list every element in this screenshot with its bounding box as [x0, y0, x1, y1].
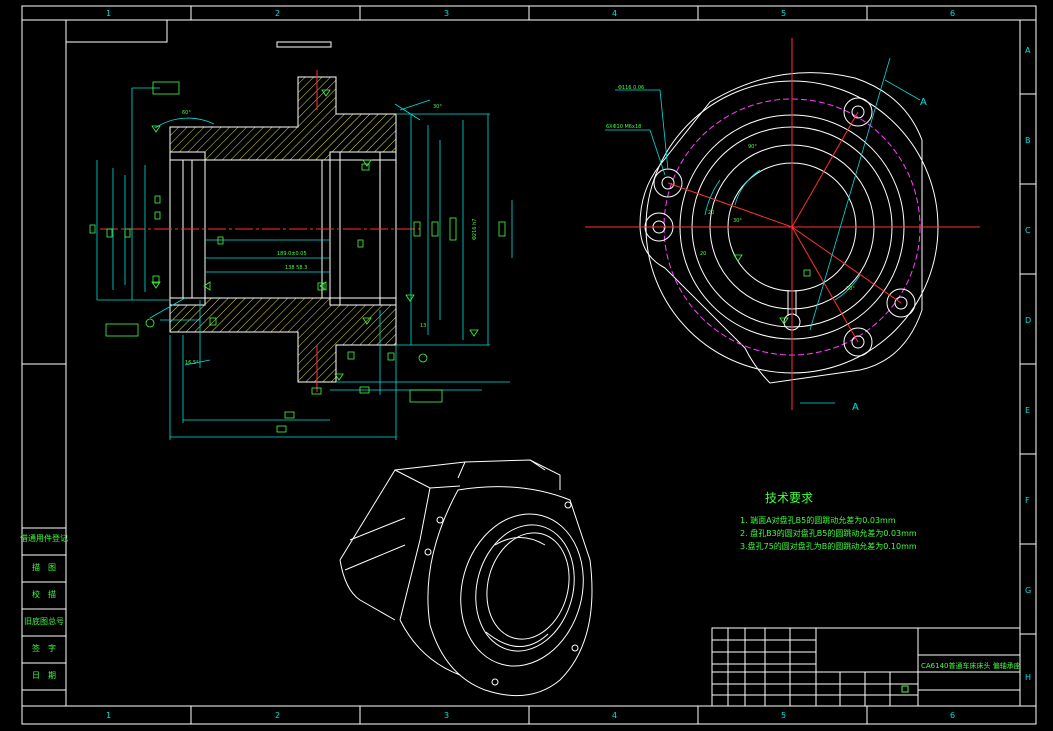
- svg-text:60°: 60°: [182, 110, 191, 116]
- section-labels: 60° 30° 189.0±0.05 138 58.3 16.5° 13 Φ21…: [182, 104, 478, 366]
- row-label: C: [1025, 226, 1031, 235]
- tech-title: 技术要求: [765, 491, 813, 505]
- column-label: 3: [444, 9, 449, 18]
- left-stamp-labels: 借通用件登记 描 图 校 描 旧底图总号 签 字 日 期: [20, 533, 68, 680]
- svg-text:30°: 30°: [733, 218, 742, 224]
- row-label: H: [1025, 673, 1031, 682]
- svg-text:30°: 30°: [433, 104, 442, 110]
- row-label: F: [1025, 496, 1030, 505]
- column-label: 6: [950, 711, 955, 720]
- end-view-dimensions: [605, 57, 921, 404]
- svg-text:138 58.3: 138 58.3: [285, 265, 307, 271]
- isometric-view: [339, 459, 593, 697]
- svg-text:16.5°: 16.5°: [185, 360, 199, 366]
- svg-text:20: 20: [708, 210, 714, 216]
- column-label: 1: [106, 711, 111, 720]
- end-view: Φ116 0.06 6XΦ10 M6x18 90° 30° 20 30° 20 …: [585, 38, 980, 413]
- column-label: 4: [612, 711, 617, 720]
- tech-item: 2. 盘孔B3的圆对盘孔B5的圆跳动允差为0.03mm: [740, 528, 917, 538]
- svg-text:20: 20: [700, 251, 706, 257]
- stamp-label: 描 图: [32, 562, 56, 572]
- section-view: 60° 30° 189.0±0.05 138 58.3 16.5° 13 Φ21…: [89, 70, 513, 440]
- row-label: B: [1025, 136, 1031, 145]
- left-stamp-table: [21, 527, 67, 691]
- svg-text:13: 13: [420, 323, 426, 329]
- section-arrow-label-bottom: A: [852, 402, 859, 413]
- column-label: 2: [275, 711, 280, 720]
- column-label: 3: [444, 711, 449, 720]
- column-label: 4: [612, 9, 617, 18]
- column-label: 5: [781, 711, 786, 720]
- stamp-label: 签 字: [32, 643, 56, 653]
- section-dimensions: [96, 87, 513, 440]
- column-label: 5: [781, 9, 786, 18]
- tech-item: 1. 端面A对盘孔B5的圆跳动允差为0.03mm: [740, 515, 896, 525]
- column-label: 1: [106, 9, 111, 18]
- section-annotations: [89, 81, 506, 433]
- svg-text:90°: 90°: [748, 144, 757, 150]
- zone-labels-right: A B C D E F G H: [1025, 46, 1031, 682]
- stamp-label: 借通用件登记: [20, 533, 68, 543]
- svg-text:Φ216 h7: Φ216 h7: [472, 219, 478, 240]
- stamp-label: 日 期: [32, 671, 56, 680]
- row-label: E: [1025, 406, 1030, 415]
- section-arrow-label-top: A: [920, 97, 927, 108]
- technical-requirements: 技术要求 1. 端面A对盘孔B5的圆跳动允差为0.03mm 2. 盘孔B3的圆对…: [740, 491, 917, 551]
- svg-text:30°: 30°: [846, 286, 855, 292]
- row-label: D: [1025, 316, 1031, 325]
- drawing-title: CA6140普通车床床头 偏轴承座: [921, 661, 1021, 670]
- zone-labels-bottom: 1 2 3 4 5 6: [106, 711, 955, 720]
- svg-text:189.0±0.05: 189.0±0.05: [277, 251, 307, 257]
- tech-item: 3.盘孔75的圆对盘孔为B的圆跳动允差为0.10mm: [740, 541, 917, 551]
- svg-text:Φ116 0.06: Φ116 0.06: [618, 85, 644, 91]
- end-view-centerlines: [585, 38, 980, 410]
- zone-labels-top: 1 2 3 4 5 6: [106, 9, 955, 18]
- stamp-label: 校 描: [32, 589, 56, 599]
- row-label: A: [1025, 46, 1031, 55]
- row-label: G: [1025, 586, 1031, 595]
- end-view-outline: [639, 72, 923, 384]
- sheet-frame: [21, 5, 1037, 725]
- stamp-label: 旧底图总号: [24, 616, 64, 626]
- title-block-text: CA6140普通车床床头 偏轴承座: [921, 661, 1021, 670]
- title-block: [711, 627, 1021, 707]
- end-view-annotations: [733, 254, 811, 325]
- end-view-labels: Φ116 0.06 6XΦ10 M6x18 90° 30° 20 30° 20: [606, 85, 855, 292]
- column-label: 6: [950, 9, 955, 18]
- column-label: 2: [275, 9, 280, 18]
- svg-text:6XΦ10 M6x18: 6XΦ10 M6x18: [606, 124, 641, 130]
